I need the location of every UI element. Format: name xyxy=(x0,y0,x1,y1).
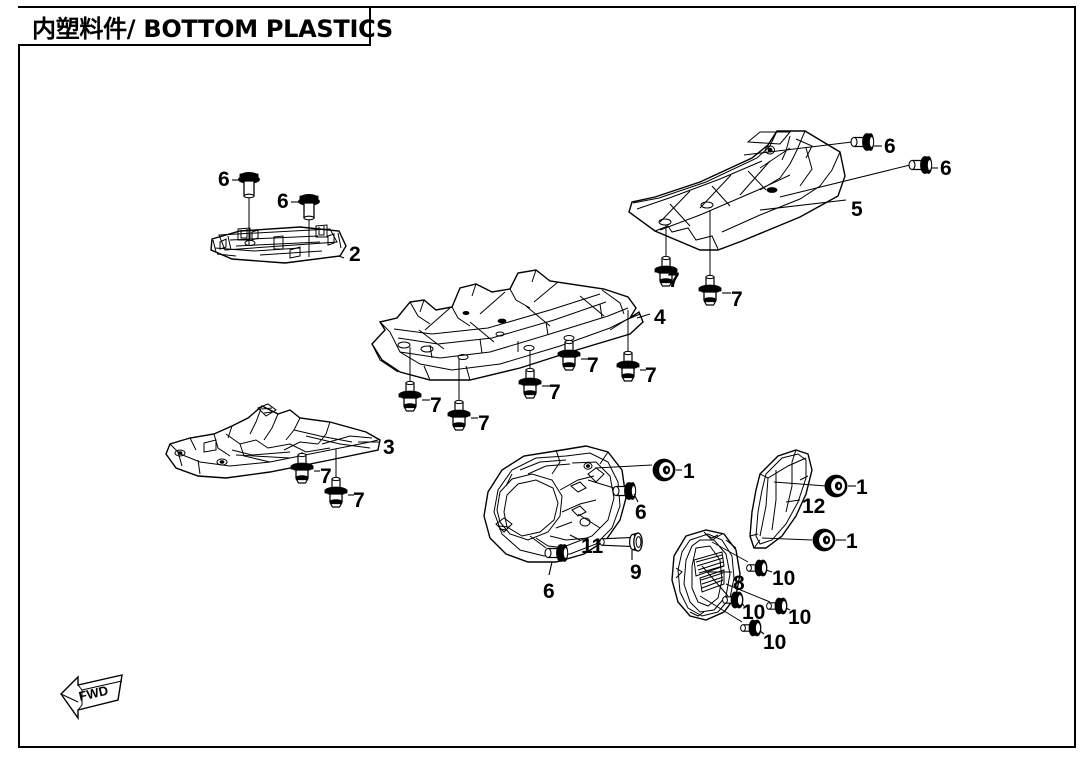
callout-3: 3 xyxy=(383,436,395,459)
leader-10-b xyxy=(741,602,745,607)
rivet-7-c xyxy=(616,310,640,382)
callout-8: 8 xyxy=(733,572,745,595)
callout-1-b: 1 xyxy=(856,476,868,499)
page-title: 内塑料件/ BOTTOM PLASTICS xyxy=(32,14,393,43)
bolt-6-b xyxy=(297,193,321,257)
rivet-7-a xyxy=(654,225,678,287)
leader-part-12 xyxy=(785,499,801,503)
callout-1-a: 1 xyxy=(683,460,695,483)
leader-part-5 xyxy=(759,199,847,211)
bolt-6-a xyxy=(237,171,261,245)
rivet-7-g xyxy=(447,358,471,431)
callout-4: 4 xyxy=(654,306,666,329)
rivet-7-f xyxy=(398,347,422,412)
part-4-center-skid-plate xyxy=(371,269,644,381)
bolt-6-c xyxy=(743,132,875,156)
grommet-1-b xyxy=(773,474,848,498)
callout-6-e: 6 xyxy=(635,501,647,524)
grommet-1-c xyxy=(761,528,836,552)
callout-6-c: 6 xyxy=(884,135,896,158)
callout-7-h: 7 xyxy=(320,465,332,488)
nut-10-d xyxy=(699,595,762,637)
callout-10-c: 10 xyxy=(788,606,811,629)
callout-6-d: 6 xyxy=(940,157,952,180)
leader-10-c xyxy=(785,607,791,611)
part-2-small-under-panel xyxy=(210,224,356,264)
grommet-1-a xyxy=(594,458,676,482)
rivet-7-e xyxy=(518,350,542,399)
part-5-side-foot-panel xyxy=(628,130,846,251)
callout-12: 12 xyxy=(802,495,825,518)
drawing-frame xyxy=(18,6,1076,748)
leader-10-d xyxy=(759,630,765,635)
rivet-7-i xyxy=(324,449,348,508)
rivet-7-h xyxy=(290,452,314,484)
leader-part-11 xyxy=(569,534,581,541)
leader-part-2 xyxy=(338,255,345,259)
callout-9: 9 xyxy=(630,561,642,584)
rivet-7-d xyxy=(557,339,581,371)
callout-7-c: 7 xyxy=(645,364,657,387)
callout-11: 11 xyxy=(581,535,604,558)
callout-7-f: 7 xyxy=(430,394,442,417)
part-12-side-trim-cover xyxy=(749,449,813,549)
bolt-6-e xyxy=(587,479,637,501)
part-3-rear-skid-plate xyxy=(165,403,381,479)
part-11-belt-case-cover xyxy=(483,445,627,563)
bolt-9 xyxy=(577,513,643,552)
callout-7-d: 7 xyxy=(587,354,599,377)
callout-10-a: 10 xyxy=(772,567,795,590)
leader-6-e xyxy=(633,493,639,503)
nut-10-c xyxy=(725,583,788,615)
callout-7-a: 7 xyxy=(668,269,680,292)
nut-10-a xyxy=(711,541,768,577)
fwd-label: FWD xyxy=(77,683,109,704)
callout-1-c: 1 xyxy=(846,530,858,553)
callout-7-i: 7 xyxy=(353,489,365,512)
callout-7-e: 7 xyxy=(549,381,561,404)
callout-2: 2 xyxy=(349,243,361,266)
callout-7-g: 7 xyxy=(478,412,490,435)
callout-5: 5 xyxy=(851,198,863,221)
title-box: 内塑料件/ BOTTOM PLASTICS xyxy=(18,6,393,46)
callout-6-b: 6 xyxy=(277,190,289,213)
leader-part-4 xyxy=(636,313,651,319)
nut-10-b xyxy=(701,565,744,609)
bolt-6-f xyxy=(529,535,569,563)
callout-6-a: 6 xyxy=(218,168,230,191)
fwd-arrow-marker: FWD xyxy=(60,674,123,721)
leader-6-f xyxy=(548,561,553,576)
callout-10-d: 10 xyxy=(763,631,786,654)
leader-10-a xyxy=(765,569,773,573)
bolt-6-d xyxy=(779,155,933,198)
rivet-7-b xyxy=(698,210,722,306)
callout-10-b: 10 xyxy=(742,601,765,624)
callout-6-f: 6 xyxy=(543,580,555,603)
callout-7-b: 7 xyxy=(731,288,743,311)
